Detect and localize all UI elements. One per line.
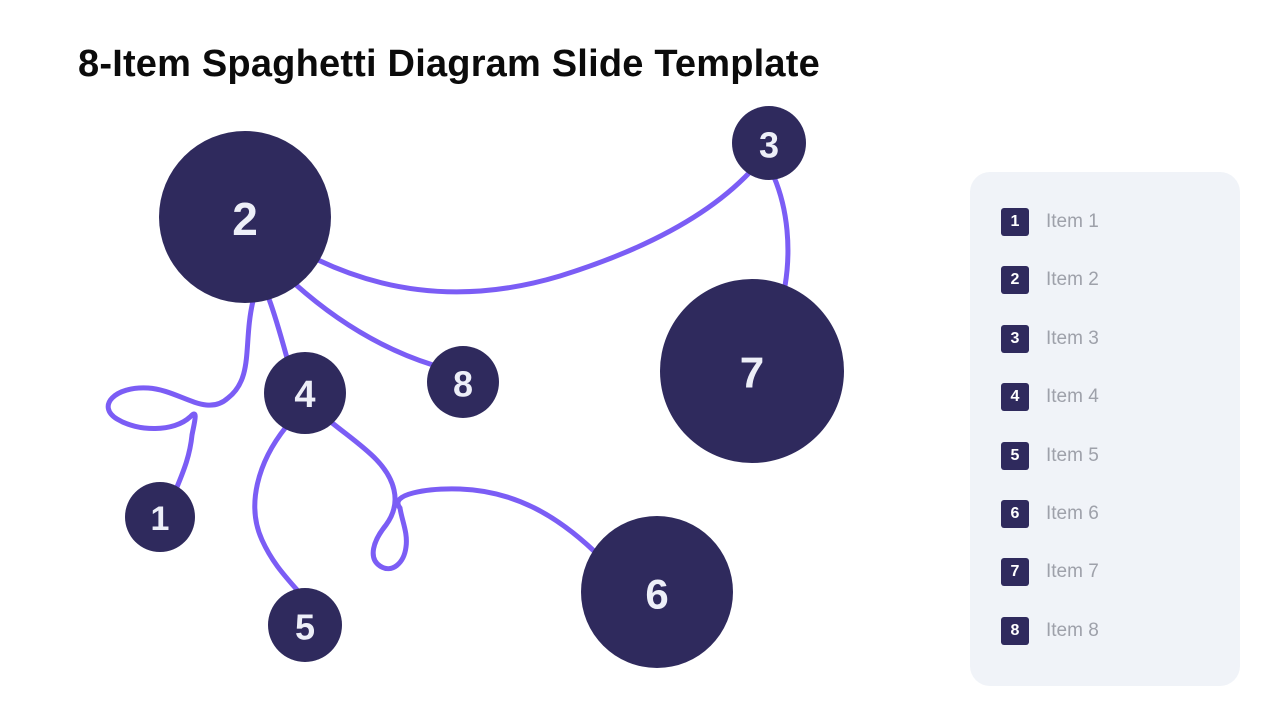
legend-panel: 1 Item 1 2 Item 2 3 Item 3 4 Item 4 5 It… — [970, 172, 1240, 686]
node-circle-6[interactable] — [581, 516, 733, 668]
legend-item[interactable]: 5 Item 5 — [1001, 441, 1240, 470]
legend-item-label: Item 4 — [1046, 386, 1099, 408]
node-circle-4[interactable] — [264, 352, 346, 434]
legend-item[interactable]: 3 Item 3 — [1001, 324, 1240, 353]
legend-item[interactable]: 1 Item 1 — [1001, 208, 1240, 236]
edge-2-8 — [292, 281, 436, 368]
legend-item[interactable]: 7 Item 7 — [1001, 558, 1240, 587]
legend-item-number-badge: 2 — [1001, 266, 1029, 295]
legend-item-label: Item 3 — [1046, 327, 1099, 349]
legend-item[interactable]: 6 Item 6 — [1001, 499, 1240, 528]
node-6[interactable]: 6 — [581, 516, 733, 668]
node-circle-8[interactable] — [427, 346, 499, 418]
node-5[interactable]: 5 — [268, 588, 342, 662]
node-3[interactable]: 3 — [732, 106, 806, 180]
node-number-label: 5 — [295, 607, 315, 648]
legend-item-number-badge: 3 — [1001, 324, 1029, 353]
legend-item[interactable]: 8 Item 8 — [1001, 616, 1240, 645]
legend-item[interactable]: 4 Item 4 — [1001, 383, 1240, 412]
node-number-label: 4 — [294, 374, 315, 416]
edge-4-6 — [328, 419, 597, 572]
node-circle-3[interactable] — [732, 106, 806, 180]
legend-item-number-badge: 4 — [1001, 383, 1029, 412]
legend-item-label: Item 7 — [1046, 561, 1099, 583]
slide-title: 8-Item Spaghetti Diagram Slide Template — [78, 43, 820, 85]
node-circle-2[interactable] — [159, 131, 331, 303]
node-4[interactable]: 4 — [264, 352, 346, 434]
node-number-label: 2 — [232, 193, 258, 245]
legend-item-label: Item 2 — [1046, 269, 1099, 291]
node-circle-1[interactable] — [125, 482, 195, 552]
edge-4-5 — [252, 424, 301, 594]
legend-item-label: Item 1 — [1046, 211, 1099, 232]
edge-2-3 — [315, 169, 753, 295]
legend-item-label: Item 6 — [1046, 502, 1099, 524]
node-circle-5[interactable] — [268, 588, 342, 662]
legend-item-number-badge: 7 — [1001, 558, 1029, 587]
legend-item-number-badge: 5 — [1001, 441, 1029, 470]
node-8[interactable]: 8 — [427, 346, 499, 418]
edge-2-4 — [266, 296, 290, 361]
node-7[interactable]: 7 — [660, 279, 844, 463]
legend-item-number-badge: 1 — [1001, 208, 1029, 236]
node-1[interactable]: 1 — [125, 482, 195, 552]
node-number-label: 8 — [453, 364, 473, 405]
legend-item-number-badge: 6 — [1001, 499, 1029, 528]
node-number-label: 3 — [759, 125, 779, 166]
node-circle-7[interactable] — [660, 279, 844, 463]
legend-item-label: Item 5 — [1046, 444, 1099, 466]
legend-item-label: Item 8 — [1046, 619, 1099, 641]
node-number-label: 6 — [645, 571, 668, 618]
edge-2-1 — [105, 298, 256, 490]
legend-item-number-badge: 8 — [1001, 616, 1029, 645]
edge-3-7 — [771, 174, 791, 289]
node-number-label: 1 — [151, 500, 170, 538]
legend-item[interactable]: 2 Item 2 — [1001, 266, 1240, 295]
node-number-label: 7 — [740, 349, 764, 398]
node-2[interactable]: 2 — [159, 131, 331, 303]
